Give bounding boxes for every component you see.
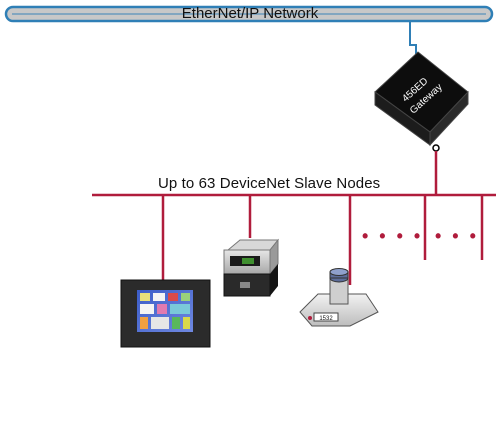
hmi-panel-device [120,279,211,348]
ethernet-drop-line [409,21,417,60]
gateway-device [374,51,469,152]
continuation-dots-2: • • • [435,226,479,246]
ethernet-network-label: EtherNet/IP Network [181,5,319,22]
devicenet-bus-label: Up to 63 DeviceNet Slave Nodes [158,175,381,192]
sensor-label: 1532 [319,316,333,322]
continuation-dots-1: • • • • [362,226,424,246]
drop-lines [161,195,484,285]
barcode-scanner-device [223,238,280,297]
ethernet-network-pipe [4,5,494,23]
tower-sensor-device [299,268,379,327]
